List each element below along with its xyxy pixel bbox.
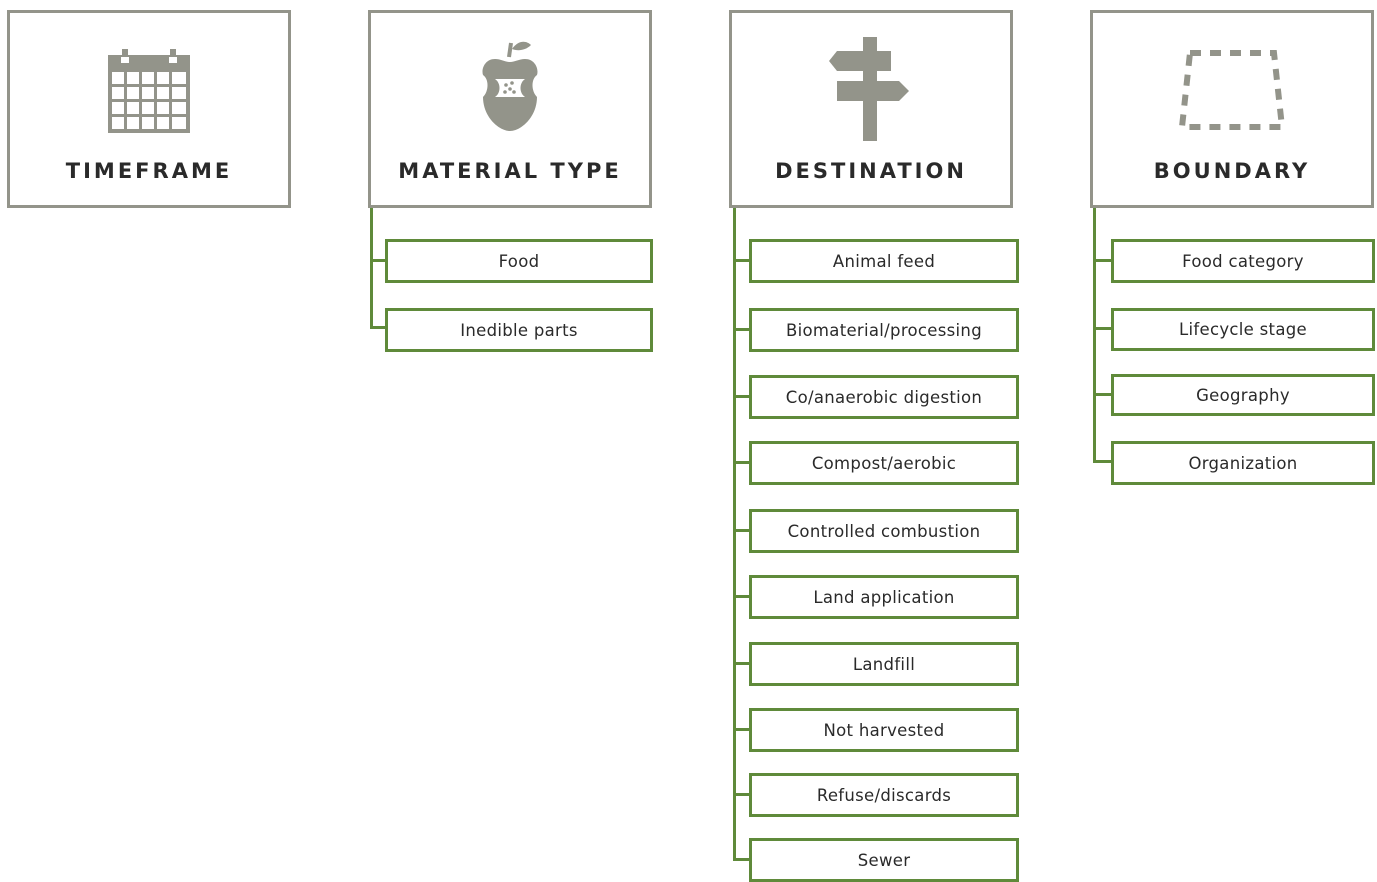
connector-tick — [733, 328, 751, 331]
option-organization[interactable]: Organization — [1111, 441, 1375, 485]
option-not-harvested[interactable]: Not harvested — [749, 708, 1019, 752]
material-type-title: MATERIAL TYPE — [398, 159, 622, 183]
boundary-header: BOUNDARY — [1090, 10, 1374, 208]
option-sewer[interactable]: Sewer — [749, 838, 1019, 882]
connector-tick — [1093, 259, 1113, 262]
option-co-anaerobic-digestion[interactable]: Co/anaerobic digestion — [749, 375, 1019, 419]
connector-tick — [733, 662, 751, 665]
option-controlled-combustion[interactable]: Controlled combustion — [749, 509, 1019, 553]
connector-tick — [733, 793, 751, 796]
option-geography[interactable]: Geography — [1111, 374, 1375, 416]
connector-tick — [733, 395, 751, 398]
signpost-icon — [829, 37, 909, 141]
destination-header: DESTINATION — [729, 10, 1013, 208]
option-food[interactable]: Food — [385, 239, 653, 283]
option-compost-aerobic[interactable]: Compost/aerobic — [749, 441, 1019, 485]
option-refuse-discards[interactable]: Refuse/discards — [749, 773, 1019, 817]
connector-tick — [733, 728, 751, 731]
destination-connector — [733, 208, 736, 860]
option-inedible-parts[interactable]: Inedible parts — [385, 308, 653, 352]
connector-tick — [1093, 327, 1113, 330]
timeframe-header: TIMEFRAME — [7, 10, 291, 208]
material-type-connector — [370, 208, 373, 328]
calendar-icon — [108, 49, 190, 133]
connector-tick — [733, 461, 751, 464]
connector-tick — [370, 259, 387, 262]
option-landfill[interactable]: Landfill — [749, 642, 1019, 686]
apple-core-icon — [482, 41, 538, 131]
option-food-category[interactable]: Food category — [1111, 239, 1375, 283]
dashed-boundary-icon — [1178, 50, 1286, 130]
connector-tick — [733, 259, 751, 262]
option-land-application[interactable]: Land application — [749, 575, 1019, 619]
material-type-header: MATERIAL TYPE — [368, 10, 652, 208]
boundary-title: BOUNDARY — [1153, 159, 1311, 183]
option-animal-feed[interactable]: Animal feed — [749, 239, 1019, 283]
connector-tick — [1093, 460, 1113, 463]
connector-tick — [733, 858, 751, 861]
connector-tick — [1093, 393, 1113, 396]
option-lifecycle-stage[interactable]: Lifecycle stage — [1111, 308, 1375, 351]
connector-tick — [733, 529, 751, 532]
connector-tick — [733, 595, 751, 598]
option-biomaterial-processing[interactable]: Biomaterial/processing — [749, 308, 1019, 352]
destination-title: DESTINATION — [775, 159, 967, 183]
timeframe-title: TIMEFRAME — [65, 159, 233, 183]
boundary-connector — [1093, 208, 1096, 463]
connector-tick — [370, 326, 387, 329]
